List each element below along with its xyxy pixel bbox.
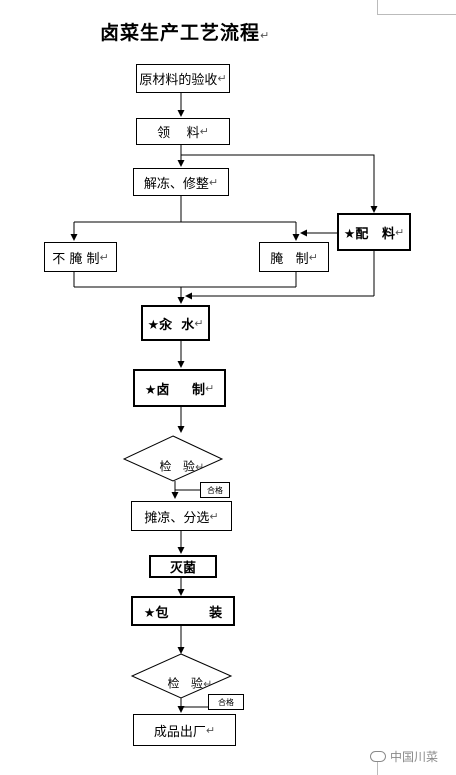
crop-mark-top [377, 0, 378, 14]
inspect2-diamond [130, 653, 233, 699]
receive-material-box: 领 料↵ [136, 118, 230, 145]
diagram-title: 卤菜生产工艺流程↵ [100, 22, 271, 44]
pass2-box: 合格 [208, 694, 244, 710]
thaw-trim-box: 解冻、修整↵ [133, 168, 229, 196]
pass1-box: 合格 [200, 482, 230, 498]
marinate-box: 腌 制↵ [259, 242, 329, 272]
crop-mark-top-h [377, 14, 456, 15]
wechat-icon [370, 751, 386, 762]
braise-box: ★卤 制↵ [133, 369, 226, 407]
no-marinate-box: 不 腌 制↵ [44, 242, 117, 272]
watermark: 中国川菜 [370, 748, 438, 765]
raw-material-inspection-box: 原材料的验收↵ [136, 64, 230, 93]
batching-box: ★配 料↵ [337, 213, 411, 251]
package-box: ★包 装 [131, 596, 235, 626]
finished-product-box: 成品出厂↵ [133, 714, 236, 746]
inspect2-label: 检 验↵ [167, 676, 213, 691]
inspect1-label: 检 验↵ [159, 459, 205, 474]
cool-sort-box: 摊凉、分选↵ [131, 501, 232, 531]
sterilize-box: 灭菌 [149, 555, 217, 578]
blanch-box: ★汆 水↵ [141, 305, 210, 341]
crop-mark-bottom [377, 762, 378, 775]
inspect1-diamond [122, 435, 224, 482]
